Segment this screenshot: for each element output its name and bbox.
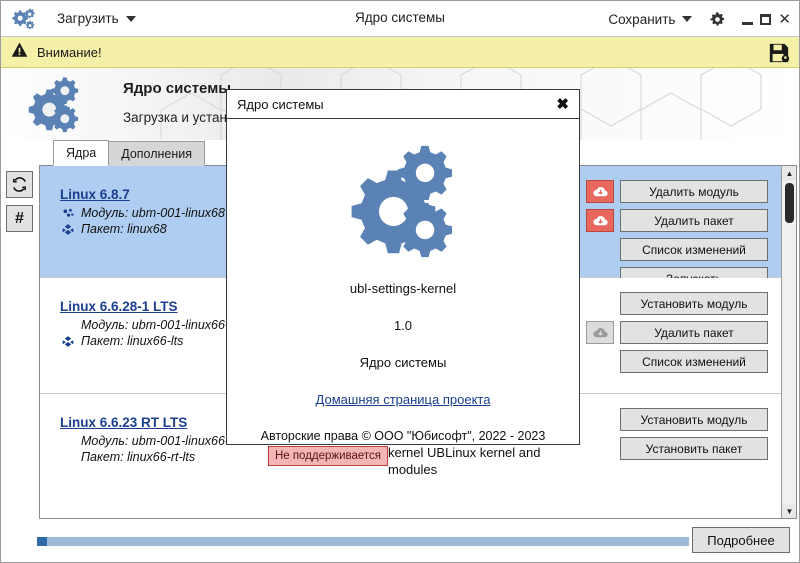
status-badge-unsupported: Не поддерживается (268, 446, 388, 466)
dialog-description: Ядро системы (359, 355, 447, 370)
list-scrollbar[interactable]: ▲ ▼ (781, 166, 796, 518)
kernel-actions: Удалить модуль Удалить пакет Список изме… (556, 174, 768, 290)
warning-triangle-icon (10, 41, 29, 64)
chevron-down-icon (125, 15, 136, 22)
scroll-down-icon[interactable]: ▼ (782, 504, 796, 518)
module-icon (60, 206, 75, 220)
gears-logo-icon (337, 139, 469, 265)
dialog-version: 1.0 (393, 318, 413, 333)
cloud-download-icon[interactable] (586, 209, 614, 232)
remove-package-button[interactable]: Удалить пакет (620, 209, 768, 232)
kernel-name-link[interactable]: Linux 6.6.23 RT LTS (60, 415, 188, 430)
action-row: Удалить модуль (556, 180, 768, 203)
warning-bar: Внимание! (1, 37, 799, 68)
kernel-name-column: Linux 6.6.23 RT LTS Модуль: ubm-001-linu… (40, 402, 268, 506)
gears-icon (11, 6, 37, 32)
floppy-save-icon[interactable] (768, 42, 790, 69)
warning-left: Внимание! (10, 41, 102, 64)
gear-icon[interactable] (708, 10, 726, 28)
refresh-button[interactable] (6, 171, 33, 198)
project-homepage-link[interactable]: Домашняя страница проекта (315, 392, 491, 407)
kernel-module-row: Модуль: ubm-001-linux68 (60, 206, 268, 220)
dialog-package-name: ubl-settings-kernel (349, 281, 457, 296)
action-row: Удалить пакет (556, 209, 768, 232)
kernel-name-link[interactable]: Linux 6.6.28-1 LTS (60, 299, 178, 314)
install-module-button[interactable]: Установить модуль (620, 408, 768, 431)
action-row: Удалить пакет (556, 321, 768, 344)
tab-extras[interactable]: Дополнения (108, 141, 206, 166)
progress-bar (37, 537, 689, 546)
dialog-body: ubl-settings-kernel 1.0 Ядро системы Дом… (227, 119, 579, 444)
kernel-package-row: Пакет: linux66-rt-lts (60, 450, 268, 464)
dialog-title: Ядро системы (237, 96, 324, 112)
minimize-icon[interactable] (742, 21, 754, 25)
kernel-module-label: Модуль: ubm-001-linux66-rt-lts (81, 434, 254, 448)
cloud-download-icon[interactable] (586, 321, 614, 344)
menu-bar-right: Сохранить ✕ (604, 1, 791, 37)
kernel-package-label: Пакет: linux66-rt-lts (81, 450, 196, 464)
chevron-down-icon (682, 16, 693, 22)
kernel-name-column: Linux 6.8.7 Модуль: ubm-001-linux68 Паке… (40, 174, 268, 269)
kernel-package-row: Пакет: linux68 (60, 222, 268, 236)
close-icon[interactable]: ✖ (556, 95, 569, 113)
load-menu-label: Загрузить (57, 11, 119, 26)
dialog-copyright: Авторские права © ООО "Юбисофт", 2022 - … (260, 429, 546, 443)
about-dialog: Ядро системы ✖ ubl-settings-kernel 1.0 (226, 89, 580, 445)
save-menu-button[interactable]: Сохранить (604, 9, 696, 30)
install-module-button[interactable]: Установить модуль (620, 292, 768, 315)
kernel-module-label: Модуль: ubm-001-linux66-lts (81, 318, 242, 332)
remove-module-button[interactable]: Удалить модуль (620, 180, 768, 203)
page-title: Ядро системы (123, 80, 232, 97)
action-row: Установить модуль (556, 292, 768, 315)
gears-logo-icon (23, 74, 85, 136)
package-icon (60, 222, 75, 236)
kernel-module-label: Модуль: ubm-001-linux68 (81, 206, 225, 220)
kernel-actions: Установить модуль Установить пакет (556, 402, 768, 506)
tab-kernels[interactable]: Ядра (53, 140, 110, 166)
details-button[interactable]: Подробнее (692, 527, 790, 553)
action-row: Список изменений (556, 350, 768, 373)
kernel-module-row: Модуль: ubm-001-linux66-rt-lts (60, 434, 268, 448)
kernel-package-label: Пакет: linux68 (81, 222, 167, 236)
kernel-module-row: Модуль: ubm-001-linux66-lts (60, 318, 268, 332)
close-icon[interactable]: ✕ (778, 10, 791, 28)
changelog-button[interactable]: Список изменений (620, 238, 768, 261)
side-toolbar: # (6, 171, 36, 232)
cloud-download-icon[interactable] (586, 180, 614, 203)
action-row: Установить пакет (556, 437, 768, 460)
kernel-package-row: Пакет: linux66-lts (60, 334, 268, 348)
scrollbar-thumb[interactable] (785, 183, 794, 223)
menu-bar: Загрузить Ядро системы Сохранить ✕ (1, 1, 799, 37)
load-menu-button[interactable]: Загрузить (53, 8, 140, 29)
dialog-title-bar: Ядро системы ✖ (227, 90, 579, 119)
kernel-actions: Установить модуль Удалить пакет Список и… (556, 286, 768, 385)
changelog-button[interactable]: Список изменений (620, 350, 768, 373)
save-menu-label: Сохранить (608, 11, 676, 27)
window-controls: ✕ (742, 12, 791, 27)
action-row: Установить модуль (556, 408, 768, 431)
kernel-name-column: Linux 6.6.28-1 LTS Модуль: ubm-001-linux… (40, 286, 268, 385)
kernel-package-label: Пакет: linux66-lts (81, 334, 184, 348)
status-bar: Подробнее (1, 520, 799, 562)
remove-package-button[interactable]: Удалить пакет (620, 321, 768, 344)
hash-button[interactable]: # (6, 205, 33, 232)
maximize-icon[interactable] (760, 13, 772, 25)
install-package-button[interactable]: Установить пакет (620, 437, 768, 460)
scroll-up-icon[interactable]: ▲ (782, 166, 796, 180)
kernel-name-link[interactable]: Linux 6.8.7 (60, 187, 130, 202)
action-row: Список изменений (556, 238, 768, 261)
package-icon (60, 334, 75, 348)
tab-bar: Ядра Дополнения (53, 140, 206, 166)
progress-bar-fill (37, 537, 47, 546)
warning-text: Внимание! (37, 44, 102, 60)
